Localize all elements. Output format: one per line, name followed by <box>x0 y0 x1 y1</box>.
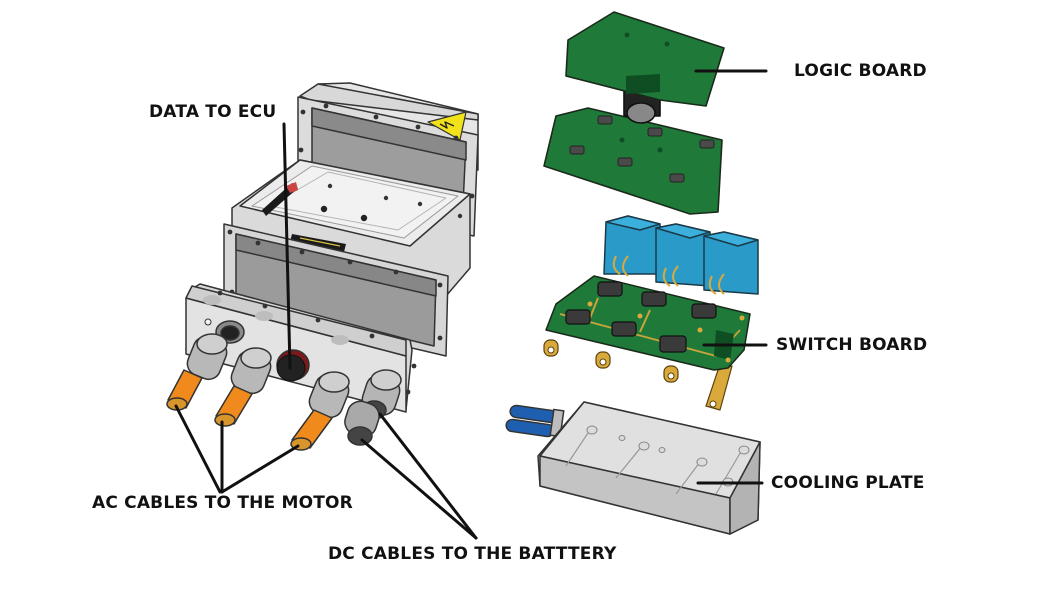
ac-cable-2 <box>214 347 272 427</box>
cooling-plate <box>505 401 761 535</box>
label-switch-board: SWITCH BOARD <box>776 335 928 355</box>
dc-cable-negative <box>344 400 380 446</box>
leader-lines <box>174 69 768 540</box>
label-ac-cables: AC CABLES TO THE MOTOR <box>92 493 353 513</box>
label-logic-board: LOGIC BOARD <box>794 61 927 81</box>
dc-cable-connectors <box>344 369 402 446</box>
label-cooling-plate: COOLING PLATE <box>771 473 925 493</box>
leader-data-to-ecu <box>282 122 292 370</box>
leader-dc-1 <box>378 412 478 540</box>
switch-board <box>543 215 759 411</box>
ac-cable-1 <box>166 333 228 411</box>
high-voltage-warning-icon <box>427 111 467 141</box>
ecu-data-connector <box>276 349 310 382</box>
label-data-to-ecu: DATA TO ECU <box>149 102 277 122</box>
ac-cable-connectors <box>166 333 350 451</box>
coolant-pipes <box>505 404 565 438</box>
leader-ac-1 <box>174 404 222 494</box>
power-modules <box>565 281 717 353</box>
logic-board <box>543 11 725 215</box>
ac-cable-3 <box>290 371 350 451</box>
label-dc-cables: DC CABLES TO THE BATTTERY <box>328 544 617 564</box>
leader-ac-3 <box>220 444 300 494</box>
leader-dc-2 <box>360 438 478 540</box>
capacitors <box>603 215 759 295</box>
